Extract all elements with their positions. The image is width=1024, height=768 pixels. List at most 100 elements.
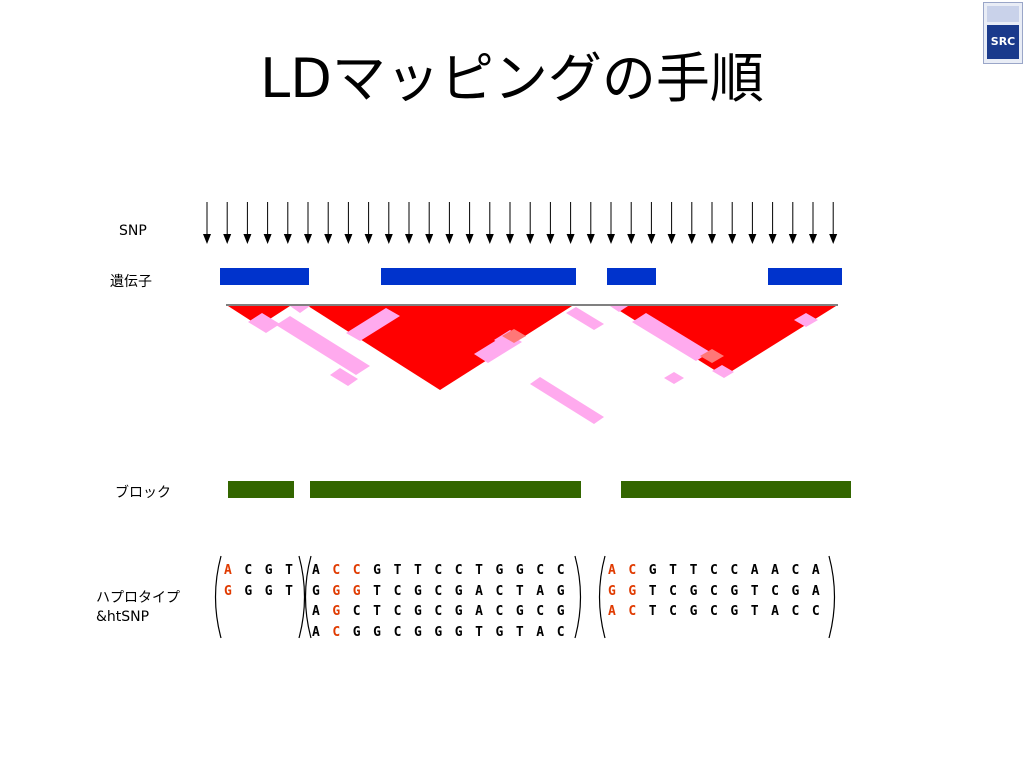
bracket-left <box>598 555 606 639</box>
base: T <box>285 563 293 578</box>
base: C <box>352 563 361 578</box>
snp-arrow <box>425 202 434 244</box>
base: G <box>454 583 463 599</box>
base: G <box>495 563 504 578</box>
base: A <box>771 604 779 619</box>
base: T <box>750 583 759 599</box>
base: C <box>352 604 361 619</box>
base: G <box>628 583 637 599</box>
base: C <box>709 563 718 578</box>
block-label: ブロック <box>115 485 171 501</box>
bracket-right <box>574 555 582 639</box>
base: C <box>454 563 463 578</box>
snp-label: SNP <box>119 223 147 239</box>
snp-arrow <box>546 202 555 244</box>
gene-label: 遺伝子 <box>110 274 152 290</box>
base: G <box>264 583 273 599</box>
base: C <box>393 624 402 640</box>
ld-mid-cell <box>502 329 526 343</box>
snp-arrow <box>506 202 514 244</box>
base: A <box>312 624 320 640</box>
ld-weak-cell <box>794 313 818 327</box>
snp-arrow <box>768 202 777 244</box>
base: T <box>648 604 657 619</box>
snp-arrow <box>384 202 393 244</box>
base: C <box>495 583 504 599</box>
base: C <box>332 624 341 640</box>
base: G <box>495 624 504 640</box>
snp-arrow <box>243 202 252 244</box>
base: C <box>393 583 402 599</box>
base: G <box>515 604 524 619</box>
base: G <box>648 563 657 578</box>
base: T <box>515 583 524 599</box>
bracket-right <box>298 555 306 639</box>
base: C <box>669 604 677 619</box>
base: A <box>536 624 545 640</box>
base: C <box>434 583 443 599</box>
snp-arrow <box>586 202 595 244</box>
snp-arrow <box>829 202 838 244</box>
snp-arrow <box>223 202 232 244</box>
base: T <box>669 563 677 578</box>
haplotype-label: ハプロタイプ <box>96 590 180 606</box>
base: A <box>536 583 545 599</box>
snp-arrow <box>324 202 333 244</box>
block-bar <box>621 481 851 498</box>
base: G <box>352 583 361 599</box>
base: T <box>648 583 657 599</box>
ld-block-triangle <box>612 306 836 376</box>
base: G <box>791 583 800 599</box>
base: G <box>608 583 616 599</box>
base: T <box>689 563 698 578</box>
ld-weak-cell <box>248 313 280 333</box>
snp-arrow <box>344 202 353 244</box>
base: T <box>515 624 524 640</box>
base: C <box>628 563 637 578</box>
page-title: LDマッピングの手順 <box>260 47 764 110</box>
snp-arrow <box>607 202 615 244</box>
base: T <box>393 563 402 578</box>
snp-arrow <box>203 202 211 244</box>
base: C <box>771 583 779 599</box>
base: G <box>413 624 422 640</box>
snp-arrow <box>283 202 292 244</box>
base: G <box>224 583 232 599</box>
bracket-left <box>214 555 222 639</box>
snp-arrow <box>445 202 454 244</box>
base: A <box>750 563 759 578</box>
base: G <box>689 604 698 619</box>
base: A <box>608 563 616 578</box>
snp-arrow <box>526 202 535 244</box>
src-logo: SRC <box>983 2 1023 64</box>
base: G <box>373 563 381 578</box>
base: T <box>373 583 381 599</box>
base: T <box>475 624 483 640</box>
base: C <box>556 624 565 640</box>
snp-arrow <box>687 202 696 244</box>
ld-weak-cell <box>610 306 628 312</box>
base: G <box>413 604 422 619</box>
snp-arrow <box>809 202 817 244</box>
gene-bar <box>381 268 576 285</box>
base: G <box>454 604 463 619</box>
logo-top-icon <box>987 6 1019 22</box>
snp-arrow <box>364 202 373 244</box>
base: A <box>608 604 616 619</box>
snp-arrow <box>708 202 716 244</box>
bracket-right <box>828 555 836 639</box>
base: T <box>285 583 293 599</box>
snp-arrow <box>566 202 575 244</box>
snp-arrow <box>627 202 636 244</box>
base: C <box>791 604 800 619</box>
gene-bar <box>768 268 842 285</box>
